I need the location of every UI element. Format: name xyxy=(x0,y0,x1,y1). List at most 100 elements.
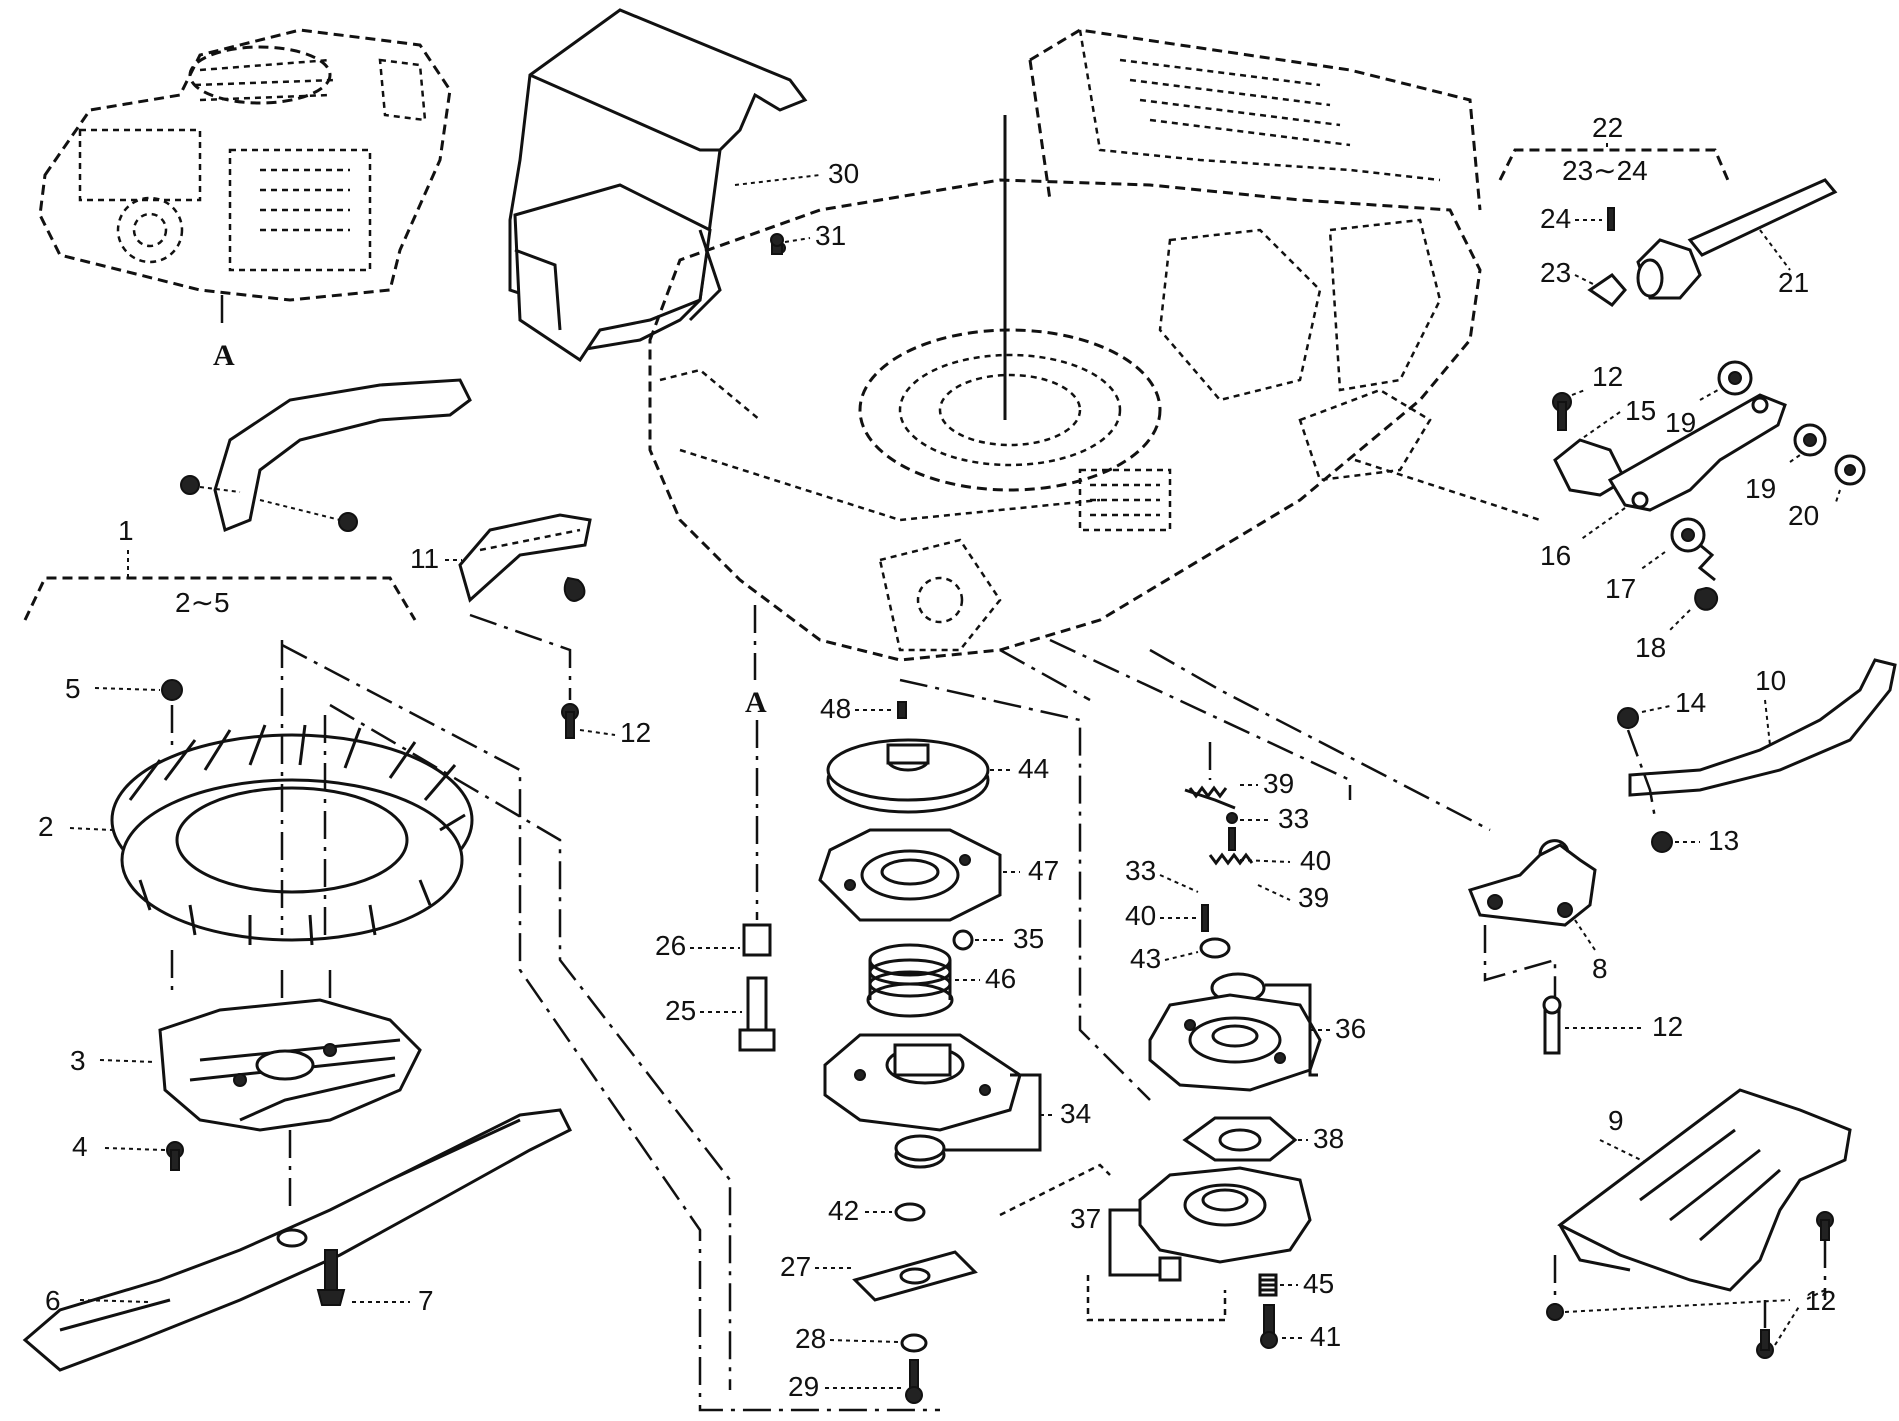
label-7: 7 xyxy=(418,1285,434,1316)
part-29-bolt xyxy=(905,1359,923,1404)
label-35: 35 xyxy=(1013,923,1044,954)
label-23: 23 xyxy=(1540,257,1571,288)
part-48-key xyxy=(897,701,907,719)
part-12-bolt-a xyxy=(561,703,579,739)
part-39-spring-a xyxy=(1184,785,1236,810)
label-44: 44 xyxy=(1018,753,1049,784)
label-A-engine: A xyxy=(213,339,235,372)
part-41-bolt xyxy=(1260,1304,1278,1349)
part-34-clutch-plate xyxy=(823,1033,1022,1169)
part-36-clutch-assembly xyxy=(1148,972,1322,1092)
side-trim-left-drawing xyxy=(180,378,472,533)
part-40-link-b xyxy=(1201,904,1209,932)
label-18: 18 xyxy=(1635,632,1666,663)
label-19-a: 19 xyxy=(1665,407,1696,438)
label-39-a: 39 xyxy=(1263,768,1294,799)
label-12-d: 12 xyxy=(1805,1285,1836,1316)
part-33-pin-a xyxy=(1226,812,1238,824)
part-21-rod xyxy=(1687,178,1838,257)
label-6: 6 xyxy=(45,1285,61,1316)
label-3: 3 xyxy=(70,1045,86,1076)
part-12-bolt-c xyxy=(1542,995,1562,1055)
part-45-bushing xyxy=(1258,1273,1278,1297)
label-19-b: 19 xyxy=(1745,473,1776,504)
label-48: 48 xyxy=(820,693,851,724)
part-5-nut xyxy=(161,679,183,701)
part-39-spring-b xyxy=(1208,852,1254,866)
part-18-clip xyxy=(1694,586,1719,611)
label-15: 15 xyxy=(1625,395,1656,426)
label-12-b: 12 xyxy=(1592,361,1623,392)
part-35-pin xyxy=(952,929,974,951)
label-41: 41 xyxy=(1310,1321,1341,1352)
label-36: 36 xyxy=(1335,1013,1366,1044)
label-30: 30 xyxy=(828,158,859,189)
part-46-spring xyxy=(866,943,954,1018)
label-28: 28 xyxy=(795,1323,826,1354)
part-20-nut xyxy=(1834,454,1866,486)
part-12-bolts-d xyxy=(1546,1211,1834,1359)
label-47: 47 xyxy=(1028,855,1059,886)
label-29: 29 xyxy=(788,1371,819,1402)
label-23-24: 23∼24 xyxy=(1562,155,1648,186)
engine-drawing xyxy=(38,28,452,330)
label-11: 11 xyxy=(410,543,439,574)
label-46: 46 xyxy=(985,963,1016,994)
part-37-housing xyxy=(1138,1166,1312,1282)
part-3-plate xyxy=(158,998,422,1132)
grass-chute-cover-drawing xyxy=(508,8,808,363)
part-25-bolt xyxy=(738,976,776,1052)
label-24: 24 xyxy=(1540,203,1571,234)
part-24-pin xyxy=(1607,207,1615,231)
label-2-5: 2∼5 xyxy=(175,587,230,618)
mower-deck-drawing xyxy=(648,28,1482,662)
label-9: 9 xyxy=(1608,1105,1624,1136)
part-27-plate xyxy=(852,1250,978,1302)
part-17-washer xyxy=(1670,517,1716,582)
label-16: 16 xyxy=(1540,540,1571,571)
part-6-blade xyxy=(22,1108,573,1372)
part-10-side-trim xyxy=(1628,658,1897,797)
part-15-16-lever xyxy=(1553,393,1787,512)
label-26: 26 xyxy=(655,930,686,961)
part-2-blade-adapter xyxy=(110,724,474,946)
label-20: 20 xyxy=(1788,500,1819,531)
label-8: 8 xyxy=(1592,953,1608,984)
label-5: 5 xyxy=(65,673,81,704)
part-19-washer-a xyxy=(1717,360,1753,396)
part-12-bolt-b xyxy=(1552,392,1572,431)
label-37: 37 xyxy=(1070,1203,1101,1234)
label-A-center: A xyxy=(745,686,767,719)
part-38-flange xyxy=(1182,1116,1298,1162)
part-47-brake-plate xyxy=(818,828,1002,922)
part-40-link-a xyxy=(1228,827,1236,851)
label-39-b: 39 xyxy=(1298,882,1329,913)
label-38: 38 xyxy=(1313,1123,1344,1154)
part-4-bolt xyxy=(166,1141,184,1171)
part-43-ring xyxy=(1199,937,1231,959)
label-34: 34 xyxy=(1060,1098,1091,1129)
label-12-c: 12 xyxy=(1652,1011,1683,1042)
label-21: 21 xyxy=(1778,267,1809,298)
label-43: 43 xyxy=(1130,943,1161,974)
label-10: 10 xyxy=(1755,665,1786,696)
part-8-bracket xyxy=(1467,839,1597,927)
label-40-a: 40 xyxy=(1300,845,1331,876)
label-33-b: 33 xyxy=(1125,855,1156,886)
part-19-washer-b xyxy=(1793,423,1827,457)
label-25: 25 xyxy=(665,995,696,1026)
part-13-screw xyxy=(1651,831,1673,853)
part-26-nut xyxy=(742,923,772,957)
part-44-pulley xyxy=(826,738,990,814)
label-2: 2 xyxy=(38,811,54,842)
part-23-knob xyxy=(1587,238,1702,307)
rear-flap-drawing xyxy=(458,513,592,603)
label-45: 45 xyxy=(1303,1268,1334,1299)
part-14-nut xyxy=(1617,707,1639,729)
label-1: 1 xyxy=(118,515,134,546)
label-4: 4 xyxy=(72,1131,88,1162)
label-22: 22 xyxy=(1592,112,1623,143)
part-31-screw xyxy=(770,233,784,255)
label-17: 17 xyxy=(1605,573,1636,604)
